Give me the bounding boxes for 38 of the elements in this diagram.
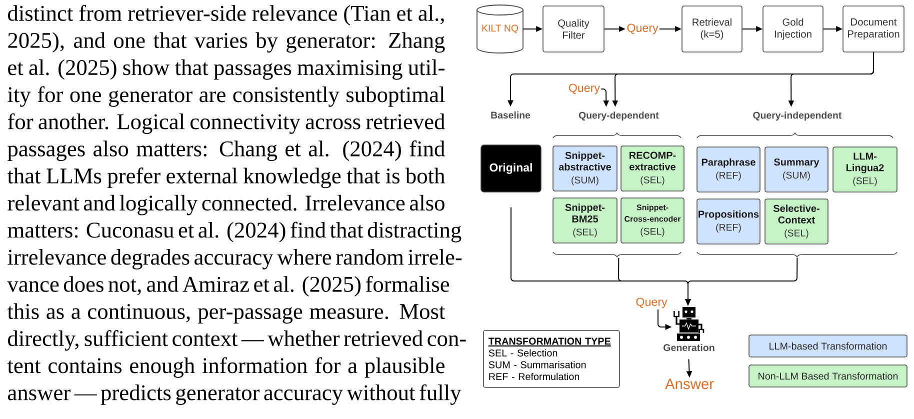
text-label: Answer — [665, 378, 714, 390]
method-box: Paraphrase (REF) — [696, 146, 760, 192]
legend-box: Non-LLM Based Transformation — [748, 364, 908, 388]
heading: Baseline — [491, 111, 530, 119]
text-label: Query — [568, 84, 600, 94]
method-box: LLM-Lingua2 (SEL) — [832, 146, 898, 192]
text-line: vance does not, and Amiraz et al. (2025) formalise — [7, 276, 450, 296]
method-box: Snippet-BM25 (SEL) — [552, 198, 618, 244]
key-box: TRANSFORMATION TYPE SEL - Selection SUM - Summarisation REF - Reformulation — [483, 330, 620, 388]
method-box: Snippet-abstractive (SUM) — [552, 146, 618, 192]
text-line: 2025), and one that varies by generator: Zhang — [8, 32, 445, 53]
legend-box: LLM-based Transformation — [748, 334, 908, 358]
process-box: Retrieval (k=5) — [682, 6, 742, 52]
text-line: matters: Cuconasu et al. (2024) find that distracting — [8, 222, 462, 242]
process-box: Document Preparation — [842, 6, 904, 52]
text-line: irrelevance degrades accuracy where random irrele- — [8, 249, 462, 270]
node-label: Generation — [664, 344, 714, 352]
text-line: passages also matters: Chang et al. (2024) find — [8, 140, 445, 162]
process-box: Quality Filter — [542, 6, 604, 52]
text-line: ity for one generator are consistently suboptimal — [8, 86, 445, 107]
method-box: Selective-Context (SEL) — [764, 198, 828, 244]
method-box: Snippet-Cross-encoder (SEL) — [620, 198, 684, 244]
text-line: distinct from retriever-side relevance (Tian et al., — [8, 4, 444, 26]
text-line: for another. Logical connectivity across retrieved — [8, 113, 445, 134]
text-line: relevant and logically connected. Irrelevance also — [8, 194, 444, 216]
text-line: tent contains enough information for a plausible — [7, 357, 444, 378]
method-box: Original — [480, 144, 542, 192]
method-box: RECOMP-extractive (SEL) — [620, 146, 684, 192]
text-line: that LLMs prefer external knowledge that is both — [7, 168, 445, 188]
text-line: this as a continuous, per-passage measure. Most — [7, 303, 446, 324]
text-line: answer — predicts generator accuracy without fully — [8, 384, 462, 405]
text-label: Query — [636, 298, 668, 308]
text-label: Query — [627, 24, 658, 34]
text-line: et al. (2025) show that passages maximising util- — [8, 59, 444, 80]
database-cylinder: KILT NQ — [476, 4, 524, 54]
process-box: Gold Injection — [762, 6, 824, 52]
method-box: Summary (SUM) — [764, 146, 828, 192]
method-box: Propositions (REF) — [696, 198, 760, 244]
